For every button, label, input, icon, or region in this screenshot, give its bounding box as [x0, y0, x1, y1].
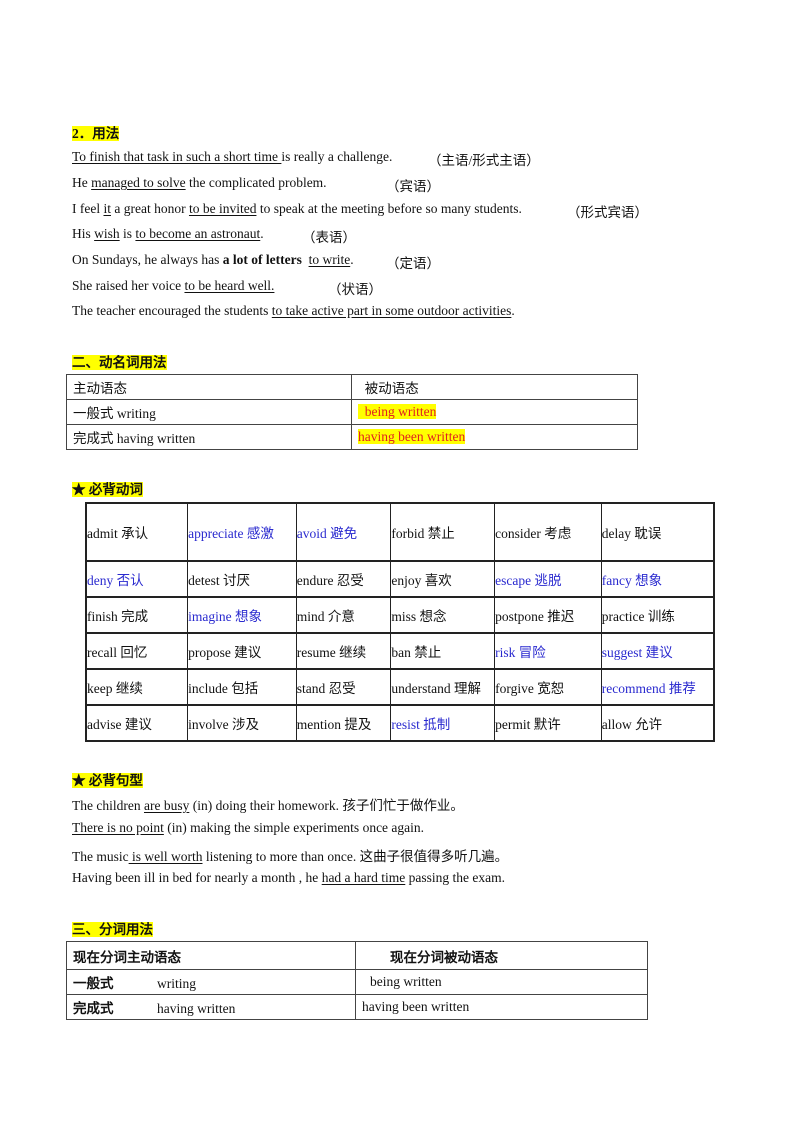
pattern-line-3: The music is well worth listening to mor…	[72, 849, 509, 864]
table-row: 主动语态 被动语态	[66, 374, 638, 400]
usage-line-7: The teacher encouraged the students to t…	[72, 303, 515, 318]
usage-line-5: On Sundays, he always has a lot of lette…	[72, 252, 354, 267]
verb-cell: understand 理解	[390, 668, 496, 706]
verb-cell: delay 耽误	[600, 502, 715, 562]
table-row: finish 完成 imagine 想象 mind 介意 miss 想念 pos…	[85, 596, 715, 634]
usage-note-6: （状语）	[328, 282, 382, 297]
verb-cell: consider 考虑	[494, 502, 602, 562]
verb-cell: avoid 避免	[295, 502, 392, 562]
verb-cell: forbid 禁止	[390, 502, 496, 562]
gerund-heading: 二、动名词用法	[72, 355, 167, 370]
verb-cell: imagine 想象	[187, 596, 297, 634]
verb-cell: admit 承认	[85, 502, 189, 562]
verbs-table: admit 承认 appreciate 感激 avoid 避免 forbid 禁…	[85, 502, 715, 742]
verb-cell: allow 允许	[600, 704, 715, 742]
pattern-line-4: Having been ill in bed for nearly a mont…	[72, 870, 506, 885]
verb-cell: fancy 想象	[600, 560, 715, 598]
table-row: advise 建议 involve 涉及 mention 提及 resist 抵…	[85, 704, 715, 742]
verb-cell: endure 忍受	[295, 560, 392, 598]
verb-cell: escape 逃脱	[494, 560, 602, 598]
verb-cell: appreciate 感激	[187, 502, 297, 562]
verb-cell: forgive 宽恕	[494, 668, 602, 706]
usage-note-1: （主语/形式主语）	[428, 153, 540, 168]
gerund-cell: 完成式 having written	[66, 424, 352, 450]
verb-cell: finish 完成	[85, 596, 189, 634]
usage-line-1: To finish that task in such a short time…	[72, 149, 393, 164]
verbs-heading: ★ 必背动词	[72, 482, 143, 497]
usage-note-3: （形式宾语）	[567, 205, 648, 220]
usage-note-2: （宾语）	[386, 179, 440, 194]
verb-cell: ban 禁止	[390, 632, 496, 670]
verb-cell: risk 冒险	[494, 632, 602, 670]
usage-heading: 2．用法	[72, 126, 120, 141]
gerund-table: 主动语态 被动语态 一般式 writing being written 完成式 …	[66, 374, 638, 450]
verb-cell: miss 想念	[390, 596, 496, 634]
gerund-cell: 被动语态	[351, 374, 638, 400]
gerund-cell: being written	[351, 399, 638, 425]
verb-cell: advise 建议	[85, 704, 189, 742]
patterns-heading: ★ 必背句型	[72, 773, 143, 788]
table-row: recall 回忆 propose 建议 resume 继续 ban 禁止 ri…	[85, 632, 715, 670]
verb-cell: suggest 建议	[600, 632, 715, 670]
gerund-cell: having been written	[351, 424, 638, 450]
usage-line-2: He managed to solve the complicated prob…	[72, 175, 327, 190]
verb-cell: deny 否认	[85, 560, 189, 598]
verb-cell: mention 提及	[295, 704, 392, 742]
usage-line-6: She raised her voice to be heard well.	[72, 278, 275, 293]
participle-cell: 现在分词主动语态	[66, 941, 356, 970]
table-row: 一般式 writing being written	[66, 399, 638, 425]
verb-cell: practice 训练	[600, 596, 715, 634]
verb-cell: permit 默许	[494, 704, 602, 742]
table-row: 完成式 having written having been written	[66, 424, 638, 450]
usage-line-4: His wish is to become an astronaut.	[72, 226, 264, 241]
table-row: keep 继续 include 包括 stand 忍受 understand 理…	[85, 668, 715, 706]
verb-cell: recommend 推荐	[600, 668, 715, 706]
usage-note-5: （定语）	[386, 256, 440, 271]
participle-cell: being written	[355, 969, 648, 995]
table-row: 现在分词主动语态 现在分词被动语态	[66, 941, 648, 970]
verb-cell: mind 介意	[295, 596, 392, 634]
verb-cell: postpone 推迟	[494, 596, 602, 634]
verb-cell: involve 涉及	[187, 704, 297, 742]
usage-note-4: （表语）	[302, 230, 356, 245]
participle-heading: 三、分词用法	[72, 922, 153, 937]
verb-cell: keep 继续	[85, 668, 189, 706]
verb-cell: resume 继续	[295, 632, 392, 670]
verb-cell: stand 忍受	[295, 668, 392, 706]
usage-line-3: I feel it a great honor to be invited to…	[72, 201, 522, 216]
verb-cell: resist 抵制	[390, 704, 496, 742]
verb-cell: propose 建议	[187, 632, 297, 670]
participle-cell: having been written	[355, 994, 648, 1020]
gerund-cell: 主动语态	[66, 374, 352, 400]
pattern-line-2: There is no point (in) making the simple…	[72, 820, 425, 835]
verb-cell: enjoy 喜欢	[390, 560, 496, 598]
gerund-cell: 一般式 writing	[66, 399, 352, 425]
verb-cell: include 包括	[187, 668, 297, 706]
participle-cell: 现在分词被动语态	[355, 941, 648, 970]
pattern-line-1: The children are busy (in) doing their h…	[72, 798, 464, 813]
verb-cell: detest 讨厌	[187, 560, 297, 598]
verb-cell: recall 回忆	[85, 632, 189, 670]
table-row: admit 承认 appreciate 感激 avoid 避免 forbid 禁…	[85, 502, 715, 562]
table-row: deny 否认 detest 讨厌 endure 忍受 enjoy 喜欢 esc…	[85, 560, 715, 598]
